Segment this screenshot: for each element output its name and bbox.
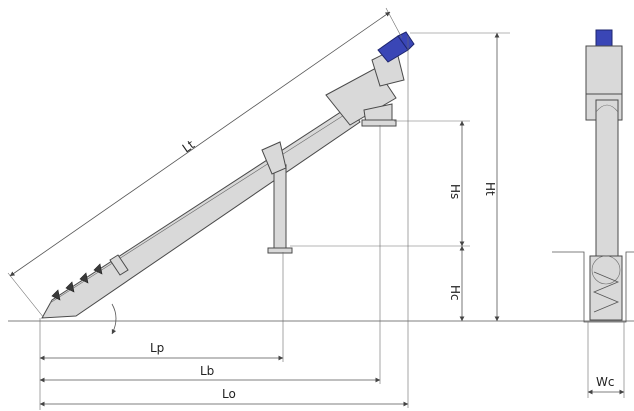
screw-flight xyxy=(65,281,75,293)
dim-ht-label: Ht xyxy=(483,182,497,196)
dim-wc-label: Wc xyxy=(596,375,614,389)
dim-lo-label: Lo xyxy=(222,387,236,401)
channel-outline xyxy=(552,251,634,323)
dim-lb-label: Lb xyxy=(200,364,214,378)
dim-lp-label: Lp xyxy=(150,341,164,355)
dim-vertical: Ht Hs Hc xyxy=(290,32,510,322)
conveyor-front-view: Wc xyxy=(552,29,634,398)
channel-screw xyxy=(589,255,623,321)
support-leg xyxy=(273,164,287,251)
conveyor-side-view xyxy=(41,31,415,319)
motor-cap xyxy=(397,31,415,51)
conveyor-tube xyxy=(41,105,361,319)
support-base xyxy=(267,247,293,254)
dim-hc-label: Hc xyxy=(448,285,462,301)
screw-flight xyxy=(51,289,61,301)
outlet-flange xyxy=(361,119,397,127)
angle-arc xyxy=(111,303,117,335)
dim-hs-label: Hs xyxy=(448,184,462,199)
dim-lt-label: Lt xyxy=(180,137,198,155)
front-gearbox xyxy=(585,45,623,95)
front-motor xyxy=(595,29,613,47)
dim-horizontal: Lp Lb Lo xyxy=(39,36,409,410)
dim-lt: Lt xyxy=(7,7,403,319)
